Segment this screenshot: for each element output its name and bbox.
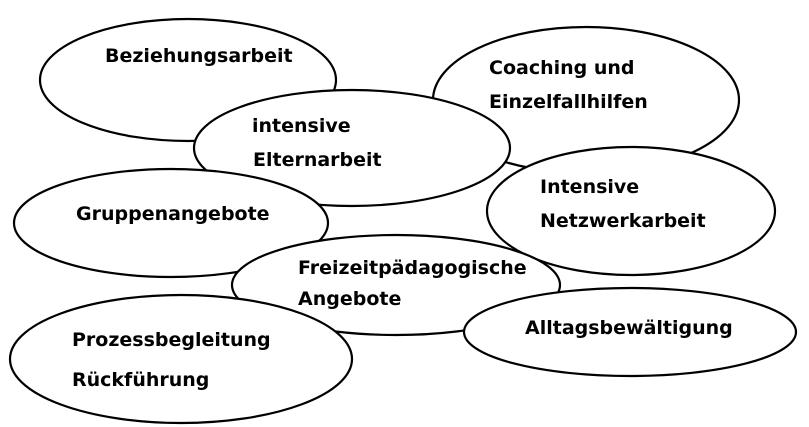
label-elternarbeit-line2: Elternarbeit <box>253 149 382 171</box>
label-alltag: Alltagsbewältigung <box>525 317 733 339</box>
bubble-elternarbeit <box>192 88 512 208</box>
bubble-netzwerkarbeit <box>485 145 777 277</box>
label-elternarbeit-line1: intensive <box>252 115 351 137</box>
label-prozess-line1: Prozessbegleitung <box>72 329 271 351</box>
label-coaching-line1: Coaching und <box>489 57 635 79</box>
label-gruppenangebote: Gruppenangebote <box>76 203 270 225</box>
label-freizeit-line2: Angebote <box>298 288 401 310</box>
bubble-prozess <box>8 293 354 425</box>
bubble-alltag <box>462 286 798 378</box>
label-freizeit-line1: Freizeitpädagogische <box>298 257 527 279</box>
label-beziehungsarbeit: Beziehungsarbeit <box>105 45 293 67</box>
label-prozess-line2: Rückführung <box>72 369 209 391</box>
bubble-gruppenangebote <box>12 167 330 279</box>
label-coaching-line2: Einzelfallhilfen <box>489 91 648 113</box>
label-netzwerkarbeit-line1: Intensive <box>540 176 639 198</box>
label-netzwerkarbeit-line2: Netzwerkarbeit <box>540 210 706 232</box>
bubble-freizeit <box>230 233 562 337</box>
